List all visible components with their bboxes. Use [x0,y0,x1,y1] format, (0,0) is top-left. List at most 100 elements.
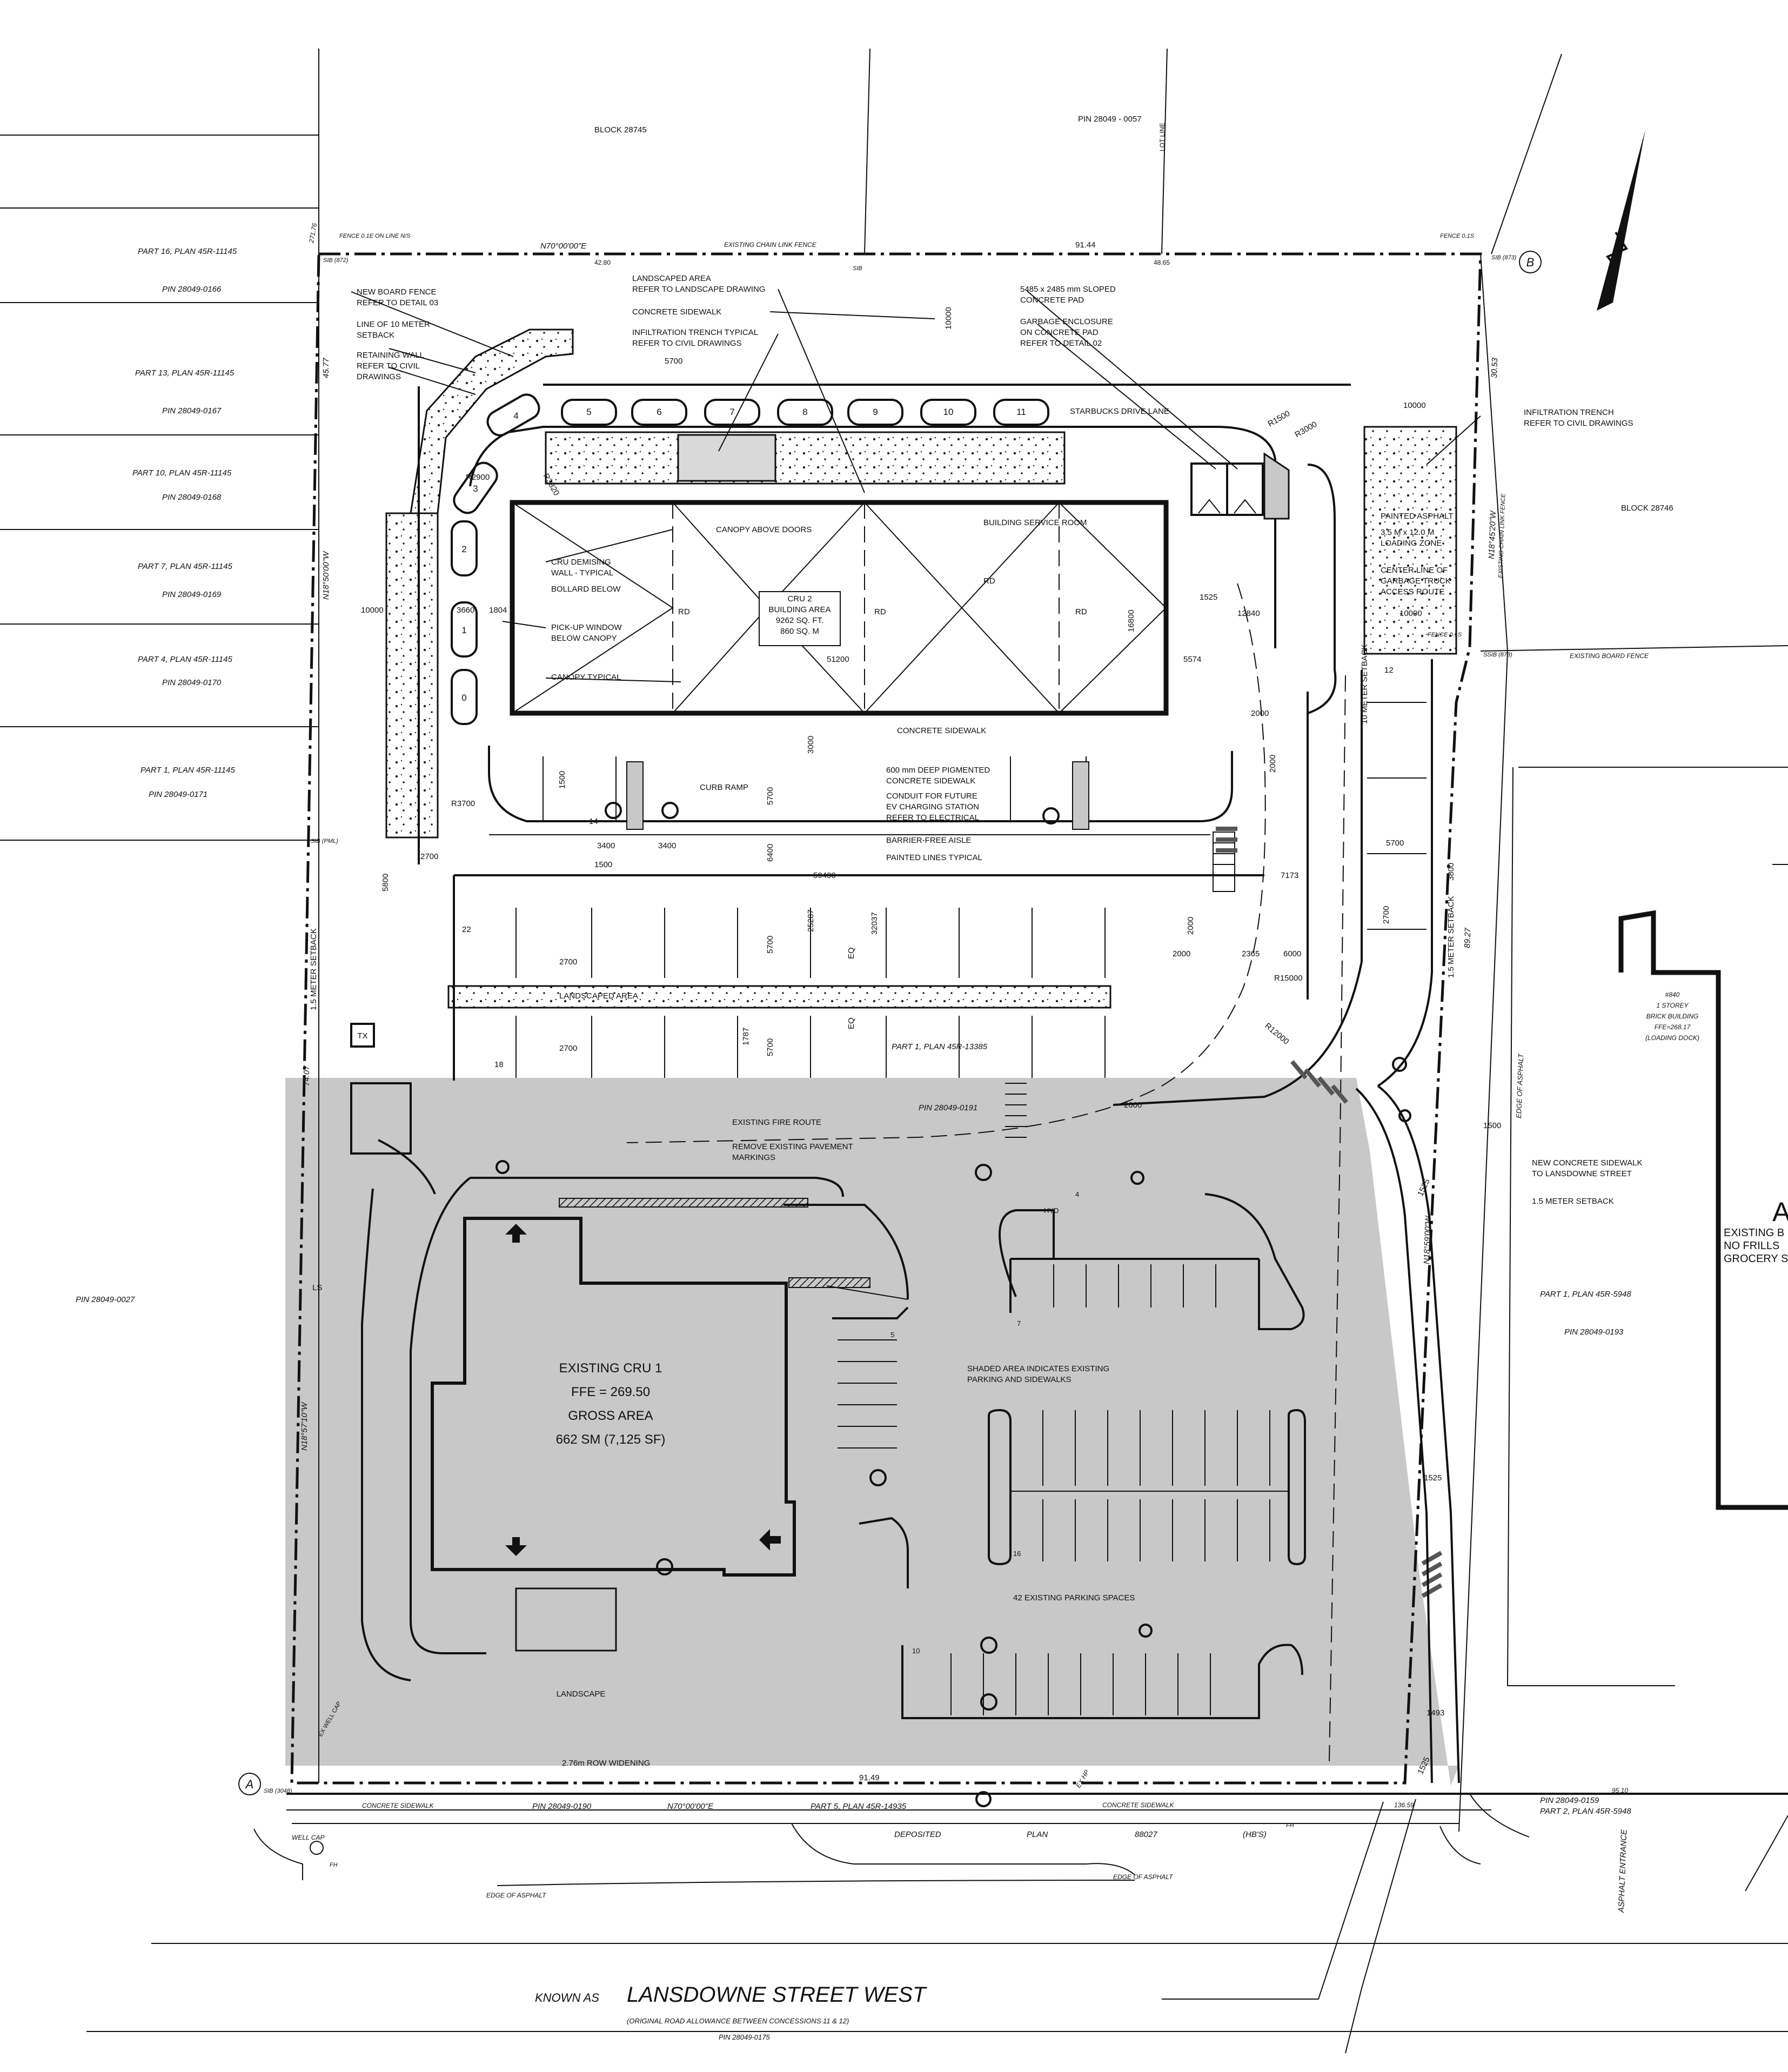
plan-number: 88027 [1135,1830,1157,1839]
remove-markings-note: MARKINGS [732,1153,775,1162]
landscape-strip-nw [410,328,574,514]
fence-note: FENCE 0.1E ON LINE N/S [339,233,411,239]
property-boundary [290,49,1788,1785]
note-setback: SETBACK [357,331,394,340]
west-lower-length: 74.07 [302,1065,311,1086]
deposited-label: DEPOSITED [894,1830,941,1839]
pickup-note: PICK-UP WINDOW [551,623,622,632]
south-length: 91.49 [859,1773,880,1782]
survey-point-b: B [1526,256,1535,269]
hatched-canopy [788,1277,870,1288]
concrete-sidewalk-south: CONCRETE SIDEWALK [362,1802,434,1809]
dim: 5700 [766,1038,775,1056]
row-widening-label: 2.76m ROW WIDENING [562,1759,650,1768]
dim: 3660 [457,606,474,615]
note-loading: ACCESS ROUTE [1381,587,1444,596]
building-label: BUILDING AREA [768,605,831,614]
dim: 1787 [741,1028,751,1045]
queue-number: 1 [461,625,466,635]
note-loading: 3.5 M x 12.0 M [1381,528,1434,537]
east-neighbor [1506,767,1788,1892]
garbage-enclosure [1190,452,1290,520]
dim: 3800 [1447,863,1456,881]
pin-south: PIN 28049-0190 [532,1802,592,1811]
note-retaining-wall: DRAWINGS [357,372,401,381]
landscaped-area-island [447,985,1111,1009]
east-pin-label: PIN 28049-0193 [1564,1327,1624,1337]
east-drive-aisle [626,464,1433,1762]
part-east-south: PART 2, PLAN 45R-5948 [1540,1807,1631,1816]
no-frills-label: NO FRILLS [1724,1240,1779,1252]
note-sidewalk: CONCRETE SIDEWALK [632,307,721,317]
fh-label: FH [1286,1822,1294,1829]
note-infiltration-trench: REFER TO CIVIL DRAWINGS [1524,419,1633,428]
corner-elevation: 271.76 [307,223,318,244]
survey-point-icon [1519,251,1542,273]
ev-note: REFER TO ELECTRICAL [886,813,979,822]
hydrant-label: HYD [1044,1206,1059,1215]
landscape-strip-ne [1363,426,1457,655]
dim: 5700 [766,787,775,805]
east-building-label: BRICK BUILDING [1646,1012,1699,1020]
existing-building-gross: GROSS AREA [568,1409,653,1423]
landscape-patch [515,1587,617,1652]
transformer-label: TX [357,1031,367,1041]
pickup-note: BELOW CANOPY [551,634,617,643]
landscape-label: LANDSCAPE [557,1689,606,1699]
hb-label: (HB'S) [1243,1830,1267,1839]
dim: 2700 [1382,906,1391,924]
remove-markings-note: REMOVE EXISTING PAVEMENT [732,1142,853,1151]
dim: 6400 [766,844,775,862]
note-landscape: REFER TO LANDSCAPE DRAWING [632,285,765,294]
queue-number: 4 [513,411,518,421]
radius: R15000 [1274,974,1303,983]
landscape-strip-west [385,512,439,839]
north-sub-length: 42.80 [594,259,611,266]
survey-point-a: A [245,1778,254,1791]
stall-number: 22 [462,925,471,934]
note-retaining-wall: RETAINING WALL [357,351,424,360]
west-parcel-part: PART 4, PLAN 45R-11145 [138,655,232,664]
pin-east-south: PIN 28049-0159 [1540,1796,1599,1805]
dim: 2000 [1124,1101,1142,1110]
north-arrow-icon [1597,130,1645,311]
existing-stall-lines [838,1264,1270,1715]
sib-marker: SIB (872) [323,257,349,264]
well-cap-label: WELL CAP [292,1834,324,1841]
street-name: LANSDOWNE STREET WEST [627,1983,927,2007]
setback-note: 1.5 METER SETBACK [1532,1197,1614,1206]
east-building-label: (LOADING DOCK) [1645,1034,1699,1042]
dim: 2000 [1251,709,1269,718]
note-loading: GARBAGE TRUCK [1381,576,1451,586]
west-parcel-part: PART 10, PLAN 45R-11145 [132,468,232,478]
queue-number: 5 [586,407,591,417]
bollard-note: BOLLARD BELOW [551,585,621,594]
plan-label: PLAN [1027,1830,1048,1839]
dim: 2000 [1186,917,1195,935]
dim: 2700 [559,1044,577,1053]
dim: 10000 [1403,401,1426,410]
note-fence: REFER TO DETAIL 03 [357,298,438,307]
queue-number: 7 [729,407,734,417]
dim: 12840 [1237,609,1260,618]
dim: 5700 [665,357,682,366]
canopy-typical-note: CANOPY TYPICAL [551,673,621,682]
queue-number: 6 [657,407,661,417]
note-loading: LOADING ZONE [1381,539,1442,548]
stall-number: 4 [1075,1190,1079,1198]
known-as-label: KNOWN AS [535,1991,599,2004]
sib-marker: SIB (873) [1491,254,1517,261]
stall-number: 10 [912,1647,920,1655]
west-parcel-part: PART 13, PLAN 45R-11145 [135,368,235,378]
east-part-label: PART 1, PLAN 45R-5948 [1540,1290,1631,1299]
part-south: PART 5, PLAN 45R-14935 [811,1802,907,1811]
leader-lines [351,289,1481,682]
note-landscape: LANDSCAPED AREA [632,274,711,283]
west-parcel-pin: PIN 28049-0167 [162,406,222,415]
north-length: 91.44 [1075,240,1096,250]
existing-curbs [361,1139,1306,1719]
east-board-fence: EXISTING BOARD FENCE [1570,652,1649,660]
building-label: CRU 2 [787,594,812,604]
setback-15-west: 1.5 METER SETBACK [309,928,318,1010]
dim: 5700 [1386,839,1404,848]
